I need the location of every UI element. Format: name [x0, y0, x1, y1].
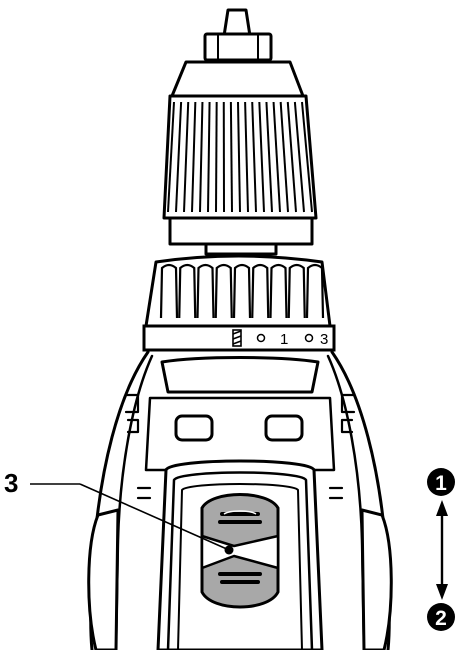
direction-badge-2: [427, 603, 455, 631]
grip-left: [87, 508, 120, 650]
knurl-line: [237, 101, 241, 213]
housing-inner-right: [326, 354, 366, 650]
knurl-line: [293, 101, 305, 213]
arrow-up-icon: [436, 500, 448, 516]
torque-mark-1: 1: [280, 331, 288, 348]
collar-rib: [287, 263, 306, 319]
chuck-collar: [204, 242, 278, 256]
torque-dot-1: [256, 333, 266, 343]
knurl-line: [229, 101, 233, 213]
knurl-line: [272, 101, 281, 213]
knurl-line: [167, 101, 175, 213]
direction-badge-1-label: 1: [435, 472, 447, 495]
torque-dot-2: [304, 333, 314, 343]
arrow-down-icon: [436, 584, 448, 600]
direction-badge-1: [427, 468, 455, 496]
knurl-line: [175, 101, 183, 213]
knurl-line: [207, 101, 211, 213]
knurl-line: [286, 101, 297, 213]
direction-badge-2-label: 2: [435, 607, 447, 630]
collar-rib: [305, 263, 325, 319]
chuck-knurling: [167, 101, 313, 213]
knurl-line: [191, 101, 197, 213]
chuck-base-ring: [168, 216, 314, 246]
collar-rib: [159, 263, 179, 319]
knurl-line: [244, 101, 249, 213]
grip-right: [360, 508, 393, 650]
knurl-line: [301, 101, 313, 213]
spindle-nut: [203, 32, 273, 62]
torque-scale-band: 1 3: [142, 324, 336, 352]
knurl-line: [279, 101, 289, 213]
direction-indicator: 1 2: [427, 468, 455, 631]
callout-label: 3: [4, 468, 18, 498]
vent-left: [174, 414, 214, 442]
knurl-line: [215, 101, 218, 213]
collar-rib: [196, 263, 215, 319]
collar-rib: [214, 263, 233, 319]
direction-selector-switch: [200, 493, 280, 609]
torque-collar: [144, 254, 332, 328]
callout-3: 3: [4, 468, 230, 551]
chuck-cone: [170, 60, 305, 98]
drill-bit-symbol-icon: [232, 329, 242, 347]
knurl-line: [251, 101, 257, 213]
knurl-line: [199, 101, 204, 213]
spindle-tip: [222, 8, 252, 38]
knurl-line: [183, 101, 190, 213]
knurl-line: [258, 101, 265, 213]
knurl-line: [265, 101, 273, 213]
torque-collar-ribs: [159, 263, 325, 319]
vent-right: [264, 414, 304, 442]
collar-rib: [178, 263, 197, 319]
housing-top-panel: [160, 356, 320, 394]
collar-rib: [251, 263, 270, 319]
collar-rib: [232, 263, 252, 319]
torque-mark-3: 3: [320, 331, 328, 348]
collar-rib: [269, 263, 288, 319]
